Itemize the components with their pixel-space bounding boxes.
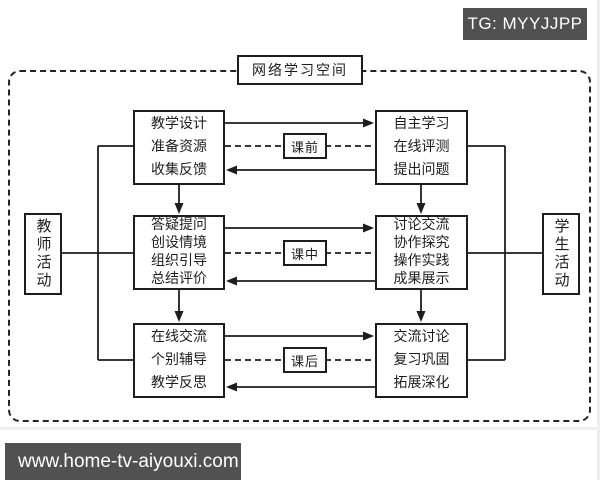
- activity-line: 教学反思: [151, 376, 207, 391]
- activity-line: 组织引导: [151, 253, 207, 269]
- teacher-activities-label: 教师活动: [34, 218, 51, 290]
- activity-line: 讨论交流: [393, 217, 450, 233]
- activity-line: 创设情境: [151, 235, 207, 251]
- activity-line: 复习巩固: [393, 353, 450, 368]
- diagram-title-label: 网络学习空间: [252, 64, 348, 79]
- teacher-activities-box: 教师活动: [24, 213, 62, 295]
- activity-line: 总结评价: [151, 271, 207, 287]
- student-activities-label: 学生活动: [552, 218, 569, 290]
- activity-line: 准备资源: [151, 140, 207, 155]
- student-box-row2: 讨论交流 协作探究 操作实践 成果展示: [375, 215, 468, 290]
- activity-line: 交流讨论: [393, 330, 450, 345]
- activity-line: 在线评测: [393, 140, 450, 155]
- teacher-box-row3: 在线交流 个别辅导 教学反思: [133, 323, 225, 398]
- diagram-title: 网络学习空间: [237, 55, 363, 85]
- activity-line: 在线交流: [151, 330, 207, 345]
- activity-line: 教学设计: [151, 117, 207, 132]
- teacher-box-row1: 教学设计 准备资源 收集反馈: [133, 110, 225, 185]
- phase-label: 课前: [290, 139, 319, 155]
- activity-line: 答疑提问: [151, 217, 207, 233]
- activity-line: 操作实践: [393, 253, 450, 269]
- student-activities-box: 学生活动: [542, 213, 580, 295]
- activity-line: 提出问题: [393, 163, 450, 178]
- phase-box-after-class: 课后: [283, 347, 327, 373]
- student-box-row1: 自主学习 在线评测 提出问题: [375, 110, 468, 185]
- phase-label: 课后: [290, 353, 319, 369]
- activity-line: 个别辅导: [151, 353, 207, 368]
- activity-line: 成果展示: [393, 271, 450, 287]
- activity-line: 拓展深化: [393, 376, 450, 391]
- tg-watermark-badge: TG: MYYJJPP: [463, 8, 587, 40]
- activity-line: 协作探究: [393, 235, 450, 251]
- page-edge-artifact: [0, 427, 600, 430]
- activity-line: 自主学习: [393, 117, 450, 132]
- phase-box-before-class: 课前: [283, 133, 327, 159]
- page-edge-artifact: [597, 0, 600, 480]
- phase-box-during-class: 课中: [283, 240, 327, 266]
- url-watermark-badge: www.home-tv-aiyouxi.com: [5, 443, 241, 480]
- student-box-row3: 交流讨论 复习巩固 拓展深化: [375, 323, 468, 398]
- phase-label: 课中: [290, 246, 319, 262]
- activity-line: 收集反馈: [151, 163, 207, 178]
- teacher-box-row2: 答疑提问 创设情境 组织引导 总结评价: [133, 215, 225, 290]
